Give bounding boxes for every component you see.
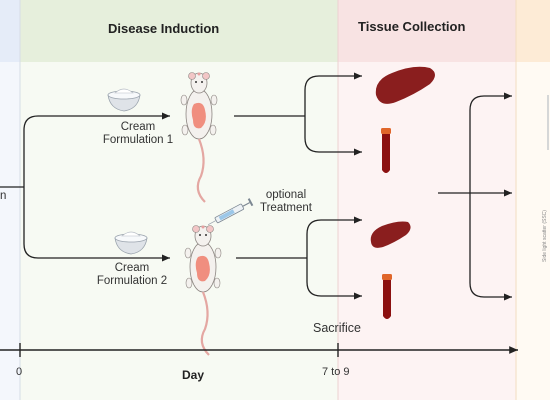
collection-header xyxy=(338,0,516,62)
sacrifice-label: Sacrifice xyxy=(313,321,361,335)
flow-plot-axis-label: Side light scatter (SSC) xyxy=(542,210,548,262)
timeline xyxy=(0,343,518,357)
collection-band xyxy=(338,0,516,400)
spleen-icon xyxy=(375,66,435,104)
induction-header xyxy=(20,0,338,62)
group1-label-line2: Formulation 1 xyxy=(102,133,174,146)
left-band xyxy=(0,0,20,400)
analysis-band xyxy=(516,0,550,400)
group2-label-line1: Cream xyxy=(114,262,150,274)
left-fragment-label: n xyxy=(0,190,7,202)
phase-header-collection: Tissue Collection xyxy=(358,19,466,34)
treatment-label: optional Treatment xyxy=(256,189,316,214)
syringe-icon xyxy=(207,198,254,226)
phase-header-induction: Disease Induction xyxy=(108,21,220,36)
induction-band xyxy=(20,0,338,400)
group1-label-line1: Cream xyxy=(120,121,156,133)
group2-label: Cream Formulation 2 xyxy=(80,262,184,287)
blood-tube-icon xyxy=(382,274,392,319)
treatment-label-line1: optional xyxy=(265,189,307,201)
spleen-icon xyxy=(370,221,411,248)
analysis-arrows xyxy=(438,92,512,301)
left-band-header xyxy=(0,0,20,62)
blood-tube-icon xyxy=(381,128,391,173)
split-arrows xyxy=(0,112,170,262)
group1-label: Cream Formulation 1 xyxy=(86,121,190,146)
group2-label-line2: Formulation 2 xyxy=(96,274,168,287)
timeline-end-label: 7 to 9 xyxy=(322,366,350,378)
analysis-header xyxy=(516,0,550,62)
timeline-axis-title: Day xyxy=(182,368,205,382)
collection-arrows xyxy=(234,72,362,300)
treatment-label-line2: Treatment xyxy=(260,201,312,214)
timeline-start-label: 0 xyxy=(16,366,23,378)
